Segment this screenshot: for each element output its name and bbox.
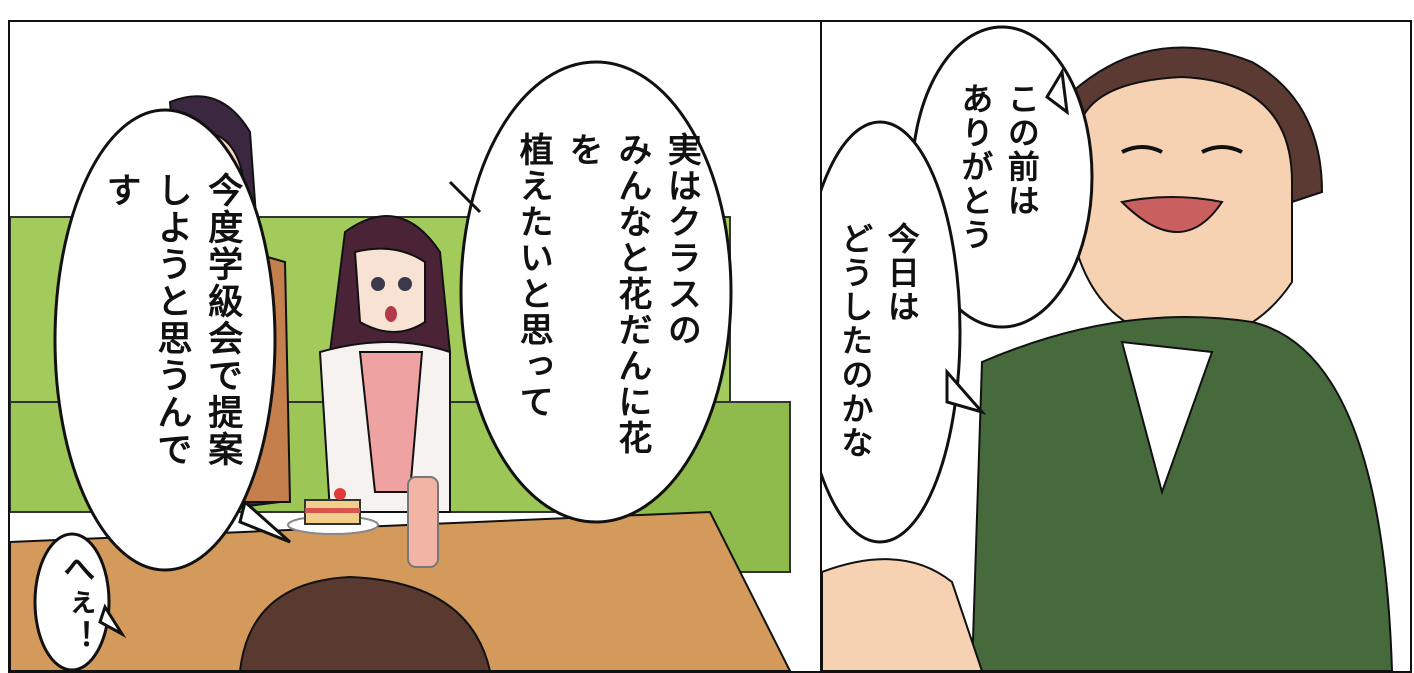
drink-glass	[407, 476, 439, 568]
speech-line: 植えたいと思って	[513, 132, 554, 420]
speech-text-question: 今日は どうしたのかな	[832, 222, 925, 482]
speech-text-exclaim: へぇ！	[54, 552, 100, 662]
speech-line: 実はクラスの	[661, 132, 702, 348]
panel-right-illustration	[822, 22, 1410, 671]
speech-bubble-question	[822, 120, 962, 544]
speech-line: みんなと花だんに花を	[562, 132, 652, 456]
speech-line: へぇ！	[58, 552, 97, 654]
manga-panel-right: この前は ありがとう 今日は どうしたのかな	[820, 20, 1412, 673]
speech-line: ありがとう	[956, 82, 995, 252]
teacher-figure	[822, 46, 1394, 671]
pointing-hand	[822, 558, 984, 671]
speech-line: 今日は	[882, 222, 921, 324]
manga-panel-left: 今度学級会で提案 しようと思うんです 実はクラスの みんなと花だんに花を 植えた…	[8, 20, 842, 673]
speech-bubble-girl	[459, 60, 733, 524]
speech-text-thanks: この前は ありがとう	[952, 82, 1045, 282]
speech-line: どうしたのかな	[836, 222, 875, 460]
speech-text-flowers: 実はクラスの みんなと花だんに花を 植えたいと思って	[508, 132, 705, 462]
foreground-head	[238, 575, 492, 671]
speech-text-proposal: 今度学級会で提案 しようと思うんです	[95, 172, 247, 502]
speech-line: 今度学級会で提案	[202, 172, 243, 468]
speech-bubble-teacher	[53, 108, 277, 572]
panel-left-illustration	[10, 22, 840, 671]
speech-line: この前は	[1002, 82, 1041, 218]
speech-line: しようと思うんです	[100, 172, 192, 468]
sweater-vest	[970, 316, 1394, 671]
girl-seated	[318, 215, 452, 513]
